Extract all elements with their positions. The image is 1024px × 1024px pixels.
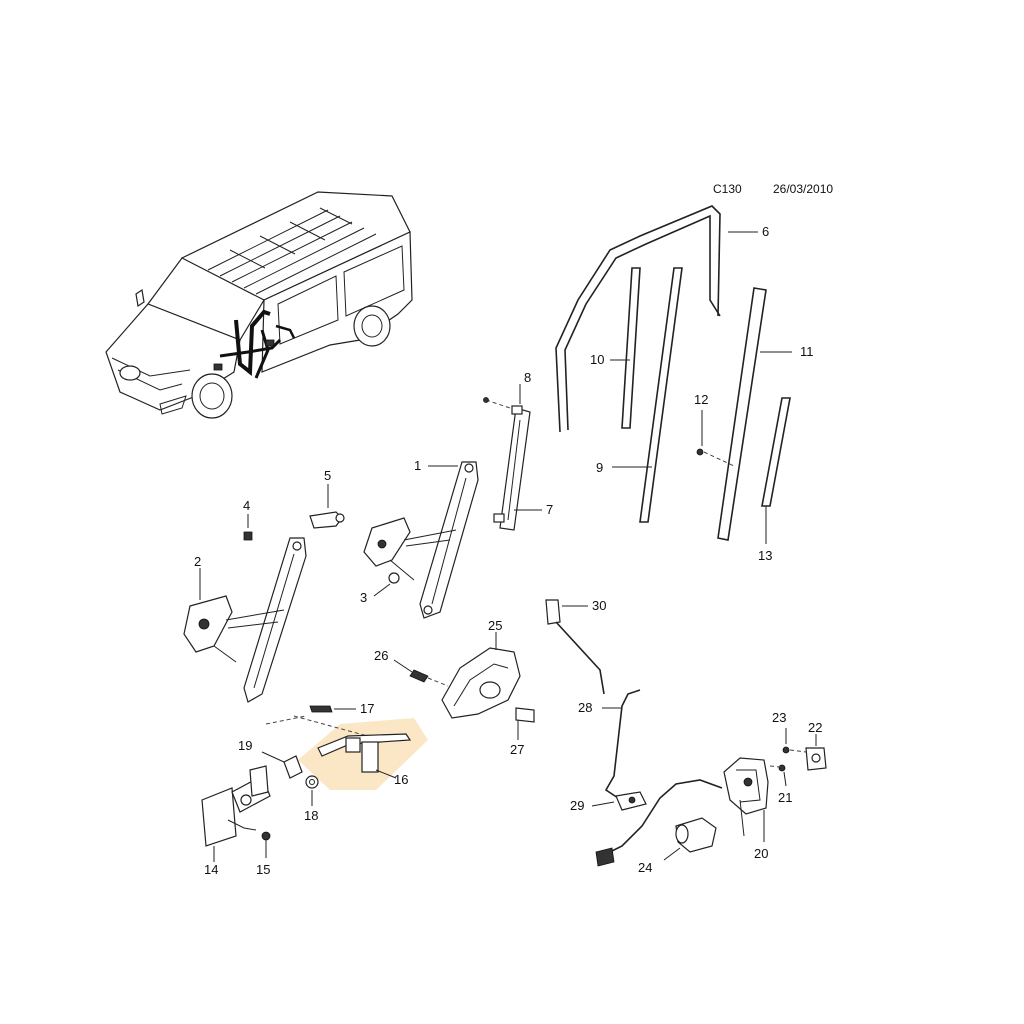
part-11-glass-channel (717, 287, 792, 541)
callout-2: 2 (194, 554, 201, 569)
part-29-connector (591, 791, 647, 811)
callout-25: 25 (488, 618, 502, 633)
callout-12: 12 (694, 392, 708, 407)
part-9-weatherstrip (612, 267, 683, 523)
callout-15: 15 (256, 862, 270, 877)
diagram-date: 26/03/2010 (773, 182, 833, 196)
callout-4: 4 (243, 498, 250, 513)
callout-28: 28 (578, 700, 592, 715)
part-19-bushing (261, 751, 303, 779)
part-30-control-rod (545, 599, 605, 695)
part-16-door-check (265, 715, 428, 790)
part-14-hinge (201, 765, 271, 862)
part-17-bolt (309, 705, 356, 713)
callout-7: 7 (546, 502, 553, 517)
callout-18: 18 (304, 808, 318, 823)
part-21-screw (769, 764, 787, 787)
callout-22: 22 (808, 720, 822, 735)
part-1-window-regulator (363, 461, 479, 619)
part-4-bolt (243, 514, 253, 541)
part-6-window-frame-seal (555, 205, 758, 433)
part-22-striker (805, 734, 827, 771)
part-24-lock-cylinder-cable (595, 779, 723, 867)
diagram-code: C130 (713, 182, 742, 196)
callout-20: 20 (754, 846, 768, 861)
callout-23: 23 (772, 710, 786, 725)
callout-5: 5 (324, 468, 331, 483)
part-27-clip (515, 707, 535, 740)
part-7-window-guide (493, 405, 542, 531)
part-10-weatherstrip (610, 267, 641, 429)
callout-30: 30 (592, 598, 606, 613)
callout-9: 9 (596, 460, 603, 475)
part-2-window-regulator (183, 537, 307, 703)
callout-14: 14 (204, 862, 218, 877)
callout-21: 21 (778, 790, 792, 805)
callout-10: 10 (590, 352, 604, 367)
part-20-door-lock (723, 757, 769, 842)
callout-29: 29 (570, 798, 584, 813)
part-8-screw (483, 384, 521, 411)
callout-1: 1 (414, 458, 421, 473)
part-12-clip (696, 410, 735, 467)
part-15-bolt (261, 831, 271, 858)
callout-27: 27 (510, 742, 524, 757)
callout-17: 17 (360, 701, 374, 716)
callout-24: 24 (638, 860, 652, 875)
van-illustration (105, 191, 413, 419)
part-5-bracket (309, 484, 345, 529)
part-28-lock-rod (602, 689, 641, 799)
part-23-screw (782, 728, 807, 754)
part-26-screw (393, 659, 449, 687)
callout-8: 8 (524, 370, 531, 385)
part-13-seal-strip (761, 397, 791, 544)
part-25-inner-handle (441, 632, 521, 719)
callout-11: 11 (800, 344, 814, 359)
callout-13: 13 (758, 548, 772, 563)
part-18-nut (305, 775, 319, 806)
callout-6: 6 (762, 224, 769, 239)
callout-16: 16 (394, 772, 408, 787)
callout-3: 3 (360, 590, 367, 605)
callout-26: 26 (374, 648, 388, 663)
part-3-nut (373, 572, 400, 597)
callout-19: 19 (238, 738, 252, 753)
